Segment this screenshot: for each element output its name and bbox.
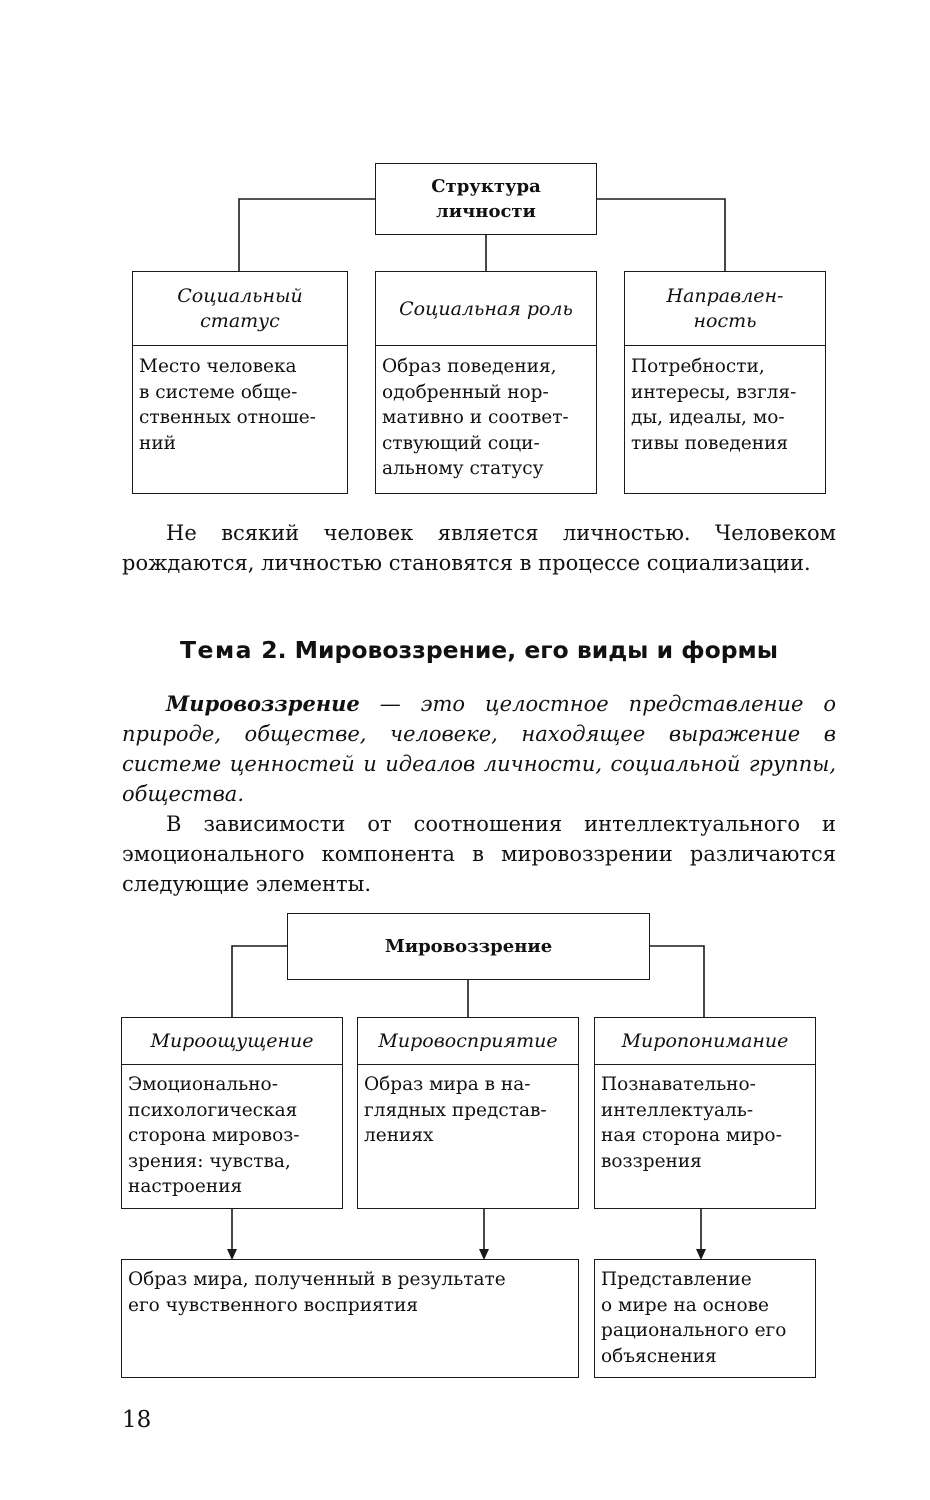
diagram2-root-title: Мировоззрение (384, 936, 553, 957)
diagram1-col2-body: Образ поведения, одобренный нор- мативно… (382, 356, 569, 479)
diagram2-col3-body: Познавательно- интеллектуаль- ная сторон… (601, 1074, 782, 1172)
diagram2-col3-head: Миропонимание (621, 1030, 789, 1052)
diagram1-col2-head: Социальная роль (399, 297, 573, 320)
diagram2-col1-body: Эмоционально- психологическая сторона ми… (128, 1074, 300, 1197)
arrow-down-icon (696, 1249, 706, 1260)
topic-title: 2. Мировоззрение, его виды и формы (253, 636, 779, 664)
diagram2-col3-head-box (594, 1017, 816, 1066)
diagram2-bottom-right-text: Представление о мире на основе рациональ… (601, 1269, 787, 1367)
diagram2-col1-head: Мироощущение (150, 1030, 314, 1052)
diagram1-col3-head: Направлен- ность (666, 285, 784, 332)
connector-left (231, 945, 288, 1018)
diagram1-col3-body: Потребности, интересы, взгля- ды, идеалы… (631, 356, 797, 454)
definition-term: Мировоззрение (166, 691, 360, 716)
definition-text: — это целостное представление о природе,… (122, 692, 836, 806)
diagram2-col2-body-box (357, 1064, 579, 1209)
diagram2-bottom-left-box (121, 1259, 579, 1378)
paragraph-personality: Не всякий человек является личностью. Че… (122, 521, 836, 575)
arrow-down-icon (227, 1249, 237, 1260)
diagram1-col1-body: Место человека в системе обще- ственных … (139, 356, 316, 454)
topic-label: Тема (179, 636, 254, 664)
diagram2-root-box (287, 913, 650, 980)
diagram2-bottom-right-box (594, 1259, 816, 1378)
diagram1-col3-body-box (624, 345, 826, 494)
connector-left (238, 198, 376, 272)
diagram2-col3-body-box (594, 1064, 816, 1209)
page-number: 18 (122, 1407, 152, 1433)
diagram2-col1-body-box (121, 1064, 343, 1209)
diagram2-col2-body: Образ мира в на- глядных представ- ления… (364, 1074, 547, 1146)
diagram1-root-title: Структура личности (431, 176, 541, 222)
diagram2-col1-head-box (121, 1017, 343, 1066)
connector-right (649, 945, 705, 1018)
paragraph-definition: Мировоззрение — это целостное представле… (122, 689, 836, 809)
diagram1-col3-head-box (624, 271, 826, 347)
paragraph-elements: В зависимости от соотношения интеллектуа… (122, 812, 836, 896)
topic-heading: Тема 2. Мировоззрение, его виды и формы (122, 633, 836, 667)
diagram2-bottom-left-text: Образ мира, полученный в результате его … (128, 1269, 506, 1316)
arrow-down-icon (479, 1249, 489, 1260)
diagram1-col1-body-box (132, 345, 348, 494)
diagram1-col1-head: Социальный статус (177, 285, 303, 332)
diagram1-col2-body-box (375, 345, 597, 494)
diagram2-col2-head: Мировосприятие (378, 1030, 558, 1052)
connector-right (596, 198, 726, 272)
diagram1-root-box (375, 163, 597, 235)
